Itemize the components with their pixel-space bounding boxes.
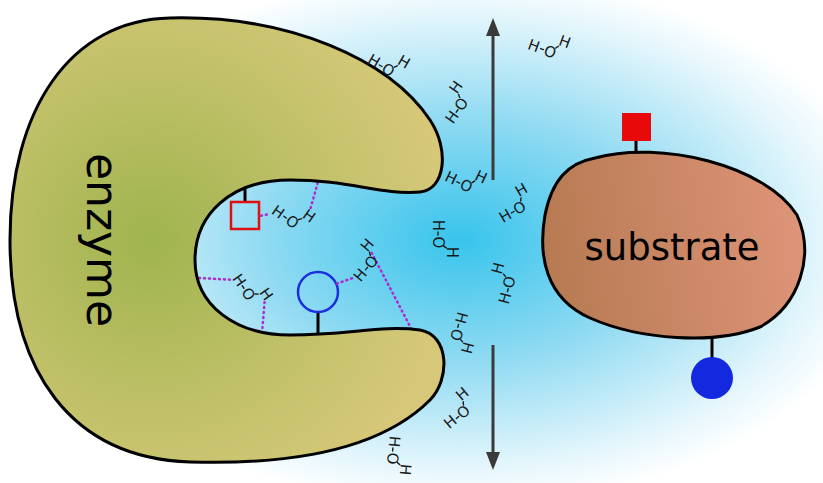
enzyme-shape: enzyme bbox=[6, 12, 456, 468]
oh-bond bbox=[541, 49, 544, 50]
water-atom: H bbox=[397, 463, 413, 476]
flow-arrow-down bbox=[492, 345, 495, 456]
oh-bond bbox=[242, 286, 244, 288]
arrow-head bbox=[486, 452, 500, 470]
water-atom: O bbox=[431, 236, 446, 248]
water-atom: H bbox=[445, 246, 460, 257]
square-group bbox=[622, 113, 651, 141]
oh-bond bbox=[366, 267, 368, 269]
circle-group bbox=[691, 357, 733, 399]
arrow-head bbox=[486, 18, 500, 36]
oh-bond bbox=[392, 448, 394, 451]
node-label: substrate bbox=[584, 229, 759, 266]
square-site bbox=[231, 202, 259, 229]
water-atom: H bbox=[431, 219, 446, 230]
hydrogen-bond bbox=[310, 183, 317, 209]
oh-bond bbox=[457, 182, 460, 183]
shape-outline bbox=[6, 12, 456, 468]
hydrogen-bond bbox=[199, 278, 230, 280]
circle-site bbox=[298, 272, 338, 312]
oh-bond bbox=[457, 324, 459, 327]
oh-bond bbox=[456, 416, 458, 418]
oh-bond bbox=[284, 216, 286, 218]
substrate-shape: substrate bbox=[532, 135, 817, 350]
oh-bond bbox=[456, 110, 458, 112]
oh-bond bbox=[379, 65, 382, 67]
oh-bond bbox=[437, 232, 438, 235]
flow-arrow-up bbox=[492, 32, 495, 180]
shape-path bbox=[10, 18, 444, 463]
water-atom: O bbox=[384, 451, 400, 464]
node-label: enzyme bbox=[80, 153, 124, 327]
oh-bond bbox=[511, 212, 514, 214]
water-atom: H bbox=[386, 435, 402, 448]
oh-bond bbox=[507, 289, 509, 292]
hydrogen-bond bbox=[337, 278, 354, 284]
hydrogen-bond bbox=[262, 302, 264, 333]
shape-path bbox=[543, 152, 805, 338]
